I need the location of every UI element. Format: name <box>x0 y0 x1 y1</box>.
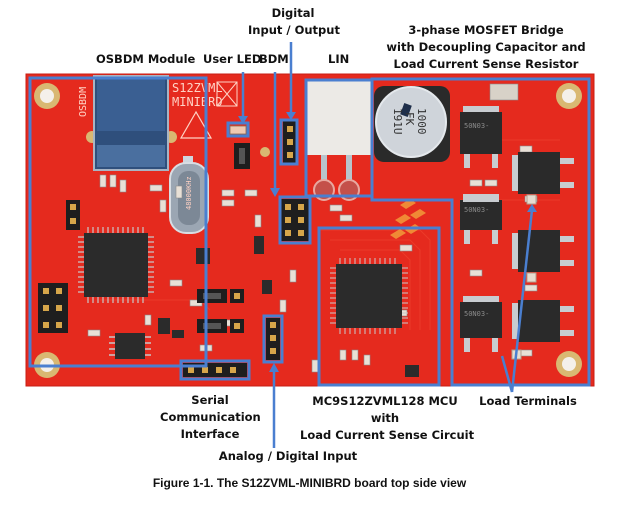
cap-text-2: FK <box>403 112 416 126</box>
label-serial-comm: Serial Communication Interface <box>160 393 261 441</box>
osbdm-silkscreen: OSBDM <box>78 87 89 117</box>
mosfet-q1 <box>460 296 502 352</box>
usb-connector <box>86 75 177 171</box>
pointer-load-jp2 <box>510 209 534 393</box>
box-user-led <box>226 121 250 138</box>
mosfet-q2-label: 50N03- <box>464 122 489 130</box>
crystal-label: 48000KHz <box>185 176 193 210</box>
mosfet-q4 <box>512 300 574 342</box>
esd-warning-icon <box>179 110 213 139</box>
user-led <box>229 125 247 135</box>
mosfet-q5 <box>512 152 574 194</box>
load-terminal-jp2 <box>526 194 537 205</box>
box-analog-input <box>262 314 284 364</box>
mounting-hole <box>34 83 60 109</box>
mosfet-q2 <box>460 106 502 168</box>
jumper-j8 <box>197 289 244 333</box>
box-bdm <box>278 195 312 245</box>
header-j11 <box>66 200 80 230</box>
mcu-chip <box>330 258 408 334</box>
label-osbdm-module: OSBDM Module <box>96 52 196 66</box>
mounting-hole <box>556 351 582 377</box>
test-point <box>260 147 270 157</box>
board-name-line2: MINIBRD <box>172 95 223 109</box>
pointer-load-jp1 <box>500 355 514 393</box>
mounting-hole <box>556 83 582 109</box>
callout-pointers <box>238 42 537 448</box>
box-osbdm-module <box>28 76 208 368</box>
board-name-line1: S12ZVML <box>172 81 223 95</box>
box-serial <box>179 359 251 381</box>
box-digital-io <box>279 118 299 166</box>
label-load-terminals: Load Terminals <box>479 394 577 408</box>
label-mosfet-bridge: 3-phase MOSFET Bridge with Decoupling Ca… <box>386 23 586 71</box>
jumper-j5 <box>234 143 250 169</box>
label-digital-io: Digital Input / Output <box>248 6 340 37</box>
cap-text-1: 1000 <box>415 108 428 135</box>
small-transistors <box>158 236 419 377</box>
chip-u6 <box>109 333 151 359</box>
box-mcu <box>317 226 441 387</box>
label-analog-digital-input: Analog / Digital Input <box>218 449 358 463</box>
mosfet-q3-label: 50N03- <box>464 206 489 214</box>
header-j2 <box>283 121 297 163</box>
weee-bin-icon <box>216 81 238 107</box>
load-terminal-jp3 <box>526 272 537 283</box>
lin-connector <box>307 81 371 201</box>
header-j4-analog <box>266 318 280 360</box>
label-mcu: MC9S12ZVML128 MCU with Load Current Sens… <box>300 394 475 442</box>
label-bdm: BDM <box>259 52 289 66</box>
osbdm-chip-u4 <box>78 227 154 303</box>
label-lin: LIN <box>328 52 350 66</box>
cap-text-3: 191U <box>391 108 404 135</box>
figure-caption: Figure 1-1. The S12ZVML-MINIBRD board to… <box>152 476 467 490</box>
decoupling-capacitor <box>374 86 450 162</box>
header-j3-bdm <box>281 199 309 241</box>
header-j10 <box>38 283 68 333</box>
callout-boxes <box>28 76 591 387</box>
smd-components <box>87 83 538 373</box>
box-mosfet-bridge <box>370 77 591 387</box>
crystal-oscillator <box>169 156 209 234</box>
label-user-led: User LED <box>203 52 262 66</box>
mosfet-q3 <box>460 194 502 244</box>
mosfet-q1-label: 50N03- <box>464 310 489 318</box>
